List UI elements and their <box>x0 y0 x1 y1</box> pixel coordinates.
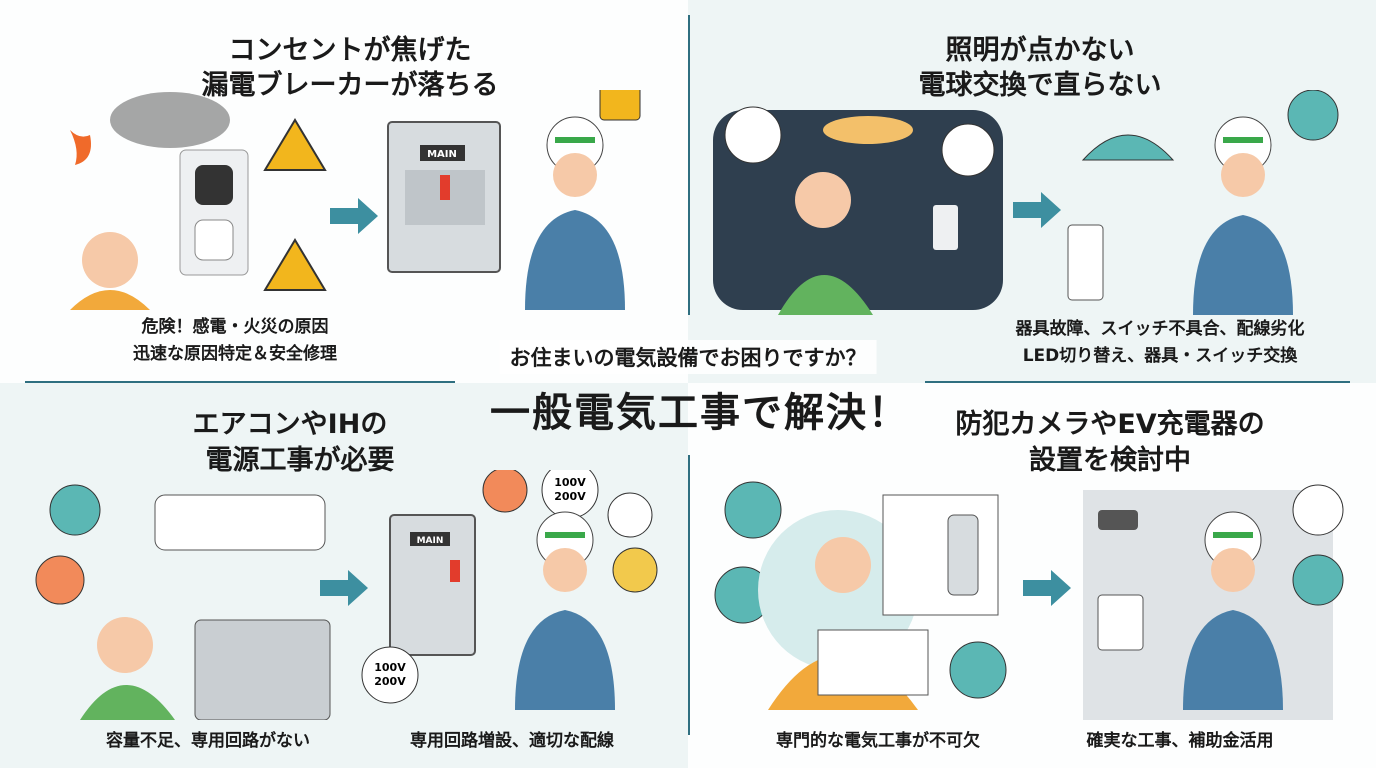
smoke-icon <box>110 92 230 148</box>
multimeter-icon <box>599 90 641 121</box>
worker-body <box>1183 610 1283 710</box>
illustration-shape <box>1211 548 1255 592</box>
light-switch <box>933 205 958 250</box>
illustration-shape <box>410 532 450 546</box>
dark-room <box>713 110 1003 310</box>
panel4-title-2: 設置を検討中 <box>1029 445 1191 476</box>
panel3-title-2: 電源工事が必要 <box>205 445 395 476</box>
illustration-shape <box>1221 153 1265 197</box>
panel4-caption-after: 確実な工事、補助金活用 <box>1086 731 1274 751</box>
illustration-shape <box>440 175 450 200</box>
ev-charger-icon <box>947 514 979 596</box>
panel2-title-2: 電球交換で直らない <box>918 70 1162 101</box>
ih-cooker <box>194 619 331 720</box>
warning-icon <box>263 118 327 171</box>
security-camera <box>1098 510 1138 530</box>
panel2-title-1: 照明が点かない <box>945 35 1135 66</box>
plug-icon <box>607 492 653 538</box>
arrow-right-icon <box>330 198 378 234</box>
panel3-title-1: エアコンやIHの <box>192 409 388 440</box>
illustration-shape <box>778 275 873 315</box>
ev-car-icon <box>949 641 1007 699</box>
pendant-lamp-icon <box>1081 134 1175 161</box>
dark-window-icon <box>941 123 995 177</box>
panel3-caption-after: 専用回路増設、適切な配線 <box>410 731 614 751</box>
divider-horizontal-right <box>925 381 1350 383</box>
center-question: お住まいの電気設備でお困りですか？ <box>499 340 877 374</box>
worker-face <box>553 153 597 197</box>
illustration-shape: 100V <box>554 476 586 489</box>
panel2-caption-2: LED切り替え、器具・スイッチ交換 <box>1022 346 1298 366</box>
warning-icon <box>263 238 327 291</box>
burnt-outlet-icon <box>195 165 233 205</box>
wrench-icon <box>1287 90 1339 141</box>
panel-label: MAIN <box>427 149 457 160</box>
worker-body <box>1193 215 1293 315</box>
panel3-illustration: MAIN 100V 200V 100V 200V <box>35 470 658 720</box>
air-conditioner <box>154 494 326 551</box>
panel4-illustration <box>714 481 1344 720</box>
bulb-broken-icon <box>724 106 782 164</box>
worker-body <box>515 610 615 710</box>
panel1-title-2: 漏電ブレーカーが落ちる <box>201 70 499 101</box>
confused-person <box>795 172 851 228</box>
ceiling-light-icon <box>823 116 913 144</box>
fire-icon <box>70 130 91 165</box>
worried-person <box>97 617 153 673</box>
panel1-caption-2: 迅速な原因特定＆安全修理 <box>133 344 337 364</box>
panel1-caption-1: 危険！感電・火災の原因 <box>141 317 329 337</box>
illustration-shape <box>543 548 587 592</box>
illustration-shape <box>80 685 175 720</box>
voltage-bubble <box>361 646 419 704</box>
switch-icon <box>612 547 658 593</box>
arrow-right-icon <box>1023 570 1071 606</box>
brochure <box>817 629 929 696</box>
outdoor-outlet <box>1097 594 1144 651</box>
illustration-shape: 200V <box>554 490 586 503</box>
worker-body <box>525 210 625 310</box>
meter-icon <box>1292 484 1344 536</box>
outlet-icon <box>482 470 528 513</box>
illustration-shape: 200V <box>374 675 406 688</box>
illustration-shape: 100V <box>374 661 406 674</box>
product-card <box>882 494 999 616</box>
divider-vertical-top <box>688 15 690 315</box>
switch-plate <box>1067 224 1104 301</box>
stove-icon <box>35 555 85 605</box>
arrow-right-icon <box>1013 192 1061 228</box>
center-headline: 一般電気工事で解決！ <box>490 390 910 436</box>
panel4-caption-before: 専門的な電気工事が不可欠 <box>776 731 980 751</box>
illustration-shape <box>420 145 465 161</box>
thinking-person <box>815 537 871 593</box>
outlet-icon <box>194 219 234 261</box>
panel3-caption-before: 容量不足、専用回路がない <box>106 731 310 751</box>
illustration-shape <box>70 290 150 310</box>
panel-label: MAIN <box>417 536 444 546</box>
globe-icon <box>1292 554 1344 606</box>
panel4-title-1: 防犯カメラやEV充電器の <box>955 409 1265 440</box>
panel1-title-1: コンセントが焦げた <box>228 35 472 66</box>
illustration-shape <box>450 560 460 582</box>
aircon-icon <box>49 484 101 536</box>
camera-icon <box>724 481 782 539</box>
breaker-panel <box>389 514 476 656</box>
arrow-right-icon <box>320 570 368 606</box>
divider-horizontal-left <box>25 381 455 383</box>
panel1-illustration: MAIN <box>70 90 641 310</box>
panel2-illustration <box>713 90 1339 315</box>
worried-person <box>82 232 138 288</box>
panel2-caption-1: 器具故障、スイッチ不具合、配線劣化 <box>1015 319 1305 339</box>
divider-vertical-bottom <box>688 455 690 735</box>
